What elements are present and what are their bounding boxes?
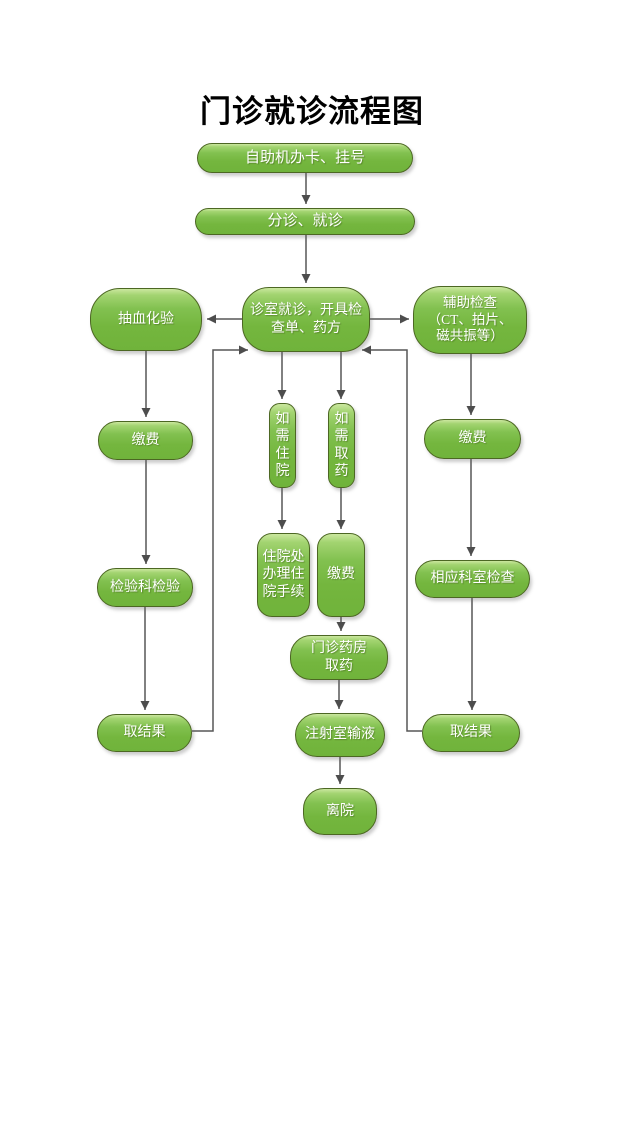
node-need-hospital: 如 需 住 院 xyxy=(269,403,296,488)
node-result-right: 取结果 xyxy=(422,714,520,752)
node-pay-mid: 缴费 xyxy=(317,533,365,617)
node-injection: 注射室输液 xyxy=(295,713,385,757)
node-triage: 分诊、就诊 xyxy=(195,208,415,235)
page-title: 门诊就诊流程图 xyxy=(200,94,424,129)
edge-result-right-consult xyxy=(362,345,422,732)
node-result-left: 取结果 xyxy=(97,714,192,752)
node-lab-test: 检验科检验 xyxy=(97,568,193,607)
node-dept-check: 相应科室检查 xyxy=(415,560,530,598)
node-pay-right: 缴费 xyxy=(424,419,521,459)
node-blood-test: 抽血化验 xyxy=(90,288,202,351)
node-pay-left: 缴费 xyxy=(98,421,193,460)
node-need-medicine: 如 需 取 药 xyxy=(328,403,355,488)
node-pharmacy: 门诊药房 取药 xyxy=(290,635,388,680)
node-aux-check: 辅助检查 （CT、拍片、 磁共振等） xyxy=(413,286,527,354)
node-leave: 离院 xyxy=(303,788,377,835)
edge-result-left-consult xyxy=(192,345,248,732)
node-register: 自助机办卡、挂号 xyxy=(197,143,413,173)
node-consult: 诊室就诊，开具检 查单、药方 xyxy=(242,287,370,352)
node-admission: 住院处 办理住 院手续 xyxy=(257,533,310,617)
